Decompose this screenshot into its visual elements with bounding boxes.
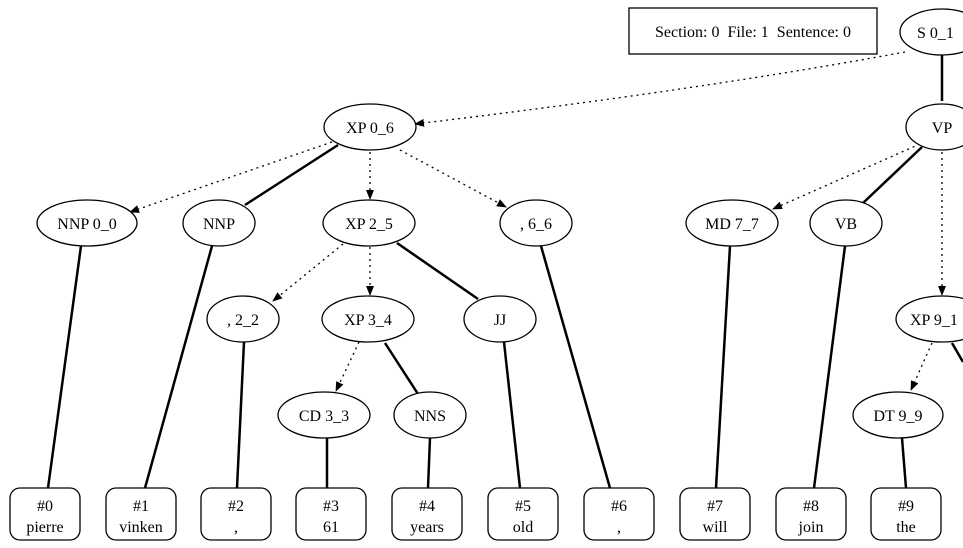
node-nns-label: NNS xyxy=(414,408,446,425)
node-vp-label: VP xyxy=(932,120,953,137)
node-xp91: XP 9_1 xyxy=(895,295,963,343)
node-vp: VP xyxy=(905,103,963,151)
edge-xp06-nnp xyxy=(244,143,339,207)
token-8-index: #8 xyxy=(803,498,819,515)
edge-jj-tok5 xyxy=(502,341,522,489)
node-s: S 0_1 xyxy=(899,8,963,56)
node-comma66-label: , 6_6 xyxy=(520,216,552,233)
token-0: #0 pierre xyxy=(9,487,81,541)
node-xp25-label: XP 2_5 xyxy=(345,216,393,233)
token-7-index: #7 xyxy=(707,498,723,515)
token-9-index: #9 xyxy=(898,498,914,515)
node-s-label: S 0_1 xyxy=(917,25,954,42)
token-0-word: pierre xyxy=(26,519,63,536)
node-jj: JJ xyxy=(463,295,537,343)
node-xp34: XP 3_4 xyxy=(321,295,415,343)
node-cd33-label: CD 3_3 xyxy=(299,408,349,425)
edge-comma66-tok6 xyxy=(539,245,612,489)
token-3-word: 61 xyxy=(323,519,339,536)
token-6-word: , xyxy=(617,519,621,536)
token-1-index: #1 xyxy=(133,498,149,515)
node-xp25: XP 2_5 xyxy=(322,199,416,247)
token-5-word: old xyxy=(513,519,533,536)
edge-vp-vb xyxy=(861,146,923,205)
edge-xp91-dt99 xyxy=(910,342,933,391)
node-comma66: , 6_6 xyxy=(499,199,573,247)
edge-xp91-next xyxy=(950,342,963,363)
node-nnp: NNP xyxy=(182,199,256,247)
edge-nnp-tok1 xyxy=(143,245,214,489)
node-cd33: CD 3_3 xyxy=(277,391,371,439)
node-vb-label: VB xyxy=(835,216,857,233)
edge-md77-tok7 xyxy=(714,245,732,489)
node-md77-label: MD 7_7 xyxy=(705,216,759,233)
token-5-index: #5 xyxy=(515,498,531,515)
node-comma22: , 2_2 xyxy=(206,295,280,343)
token-4-word: years xyxy=(410,519,444,536)
edge-xp06-comma66 xyxy=(399,149,507,208)
node-xp91-label: XP 9_1 xyxy=(910,312,958,329)
edge-comma22-tok2 xyxy=(235,341,246,489)
token-3-index: #3 xyxy=(323,498,339,515)
token-4: #4 years xyxy=(391,487,463,541)
info-text: Section: 0 File: 1 Sentence: 0 xyxy=(655,24,851,41)
token-1: #1 vinken xyxy=(105,487,177,541)
edges xyxy=(46,51,963,489)
token-9: #9 the xyxy=(870,487,942,541)
node-dt99-label: DT 9_9 xyxy=(873,408,922,425)
token-4-index: #4 xyxy=(419,498,435,515)
node-vb: VB xyxy=(809,199,883,247)
node-nnp00: NNP 0_0 xyxy=(36,199,138,247)
node-md77: MD 7_7 xyxy=(685,199,779,247)
token-2-index: #2 xyxy=(228,498,244,515)
token-3: #3 61 xyxy=(295,487,367,541)
node-dt99: DT 9_9 xyxy=(852,391,944,439)
info-box: Section: 0 File: 1 Sentence: 0 xyxy=(628,7,878,55)
node-nnp00-label: NNP 0_0 xyxy=(57,216,116,233)
node-xp34-label: XP 3_4 xyxy=(344,312,392,329)
token-9-word: the xyxy=(896,519,916,536)
token-6-index: #6 xyxy=(611,498,627,515)
node-nnp-label: NNP xyxy=(203,216,235,233)
edge-xp34-cd33 xyxy=(335,341,360,392)
edge-xp25-comma22 xyxy=(272,243,344,302)
token-7-word: will xyxy=(703,519,728,536)
node-nns: NNS xyxy=(393,391,467,439)
edge-vp-md77 xyxy=(772,143,921,210)
node-xp06: XP 0_6 xyxy=(323,103,417,151)
edge-vb-tok8 xyxy=(812,245,847,489)
token-0-index: #0 xyxy=(37,498,53,515)
edge-nnp00-tok0 xyxy=(46,245,83,489)
edge-dt99-tok9 xyxy=(900,437,908,489)
node-comma22-label: , 2_2 xyxy=(227,312,259,329)
token-7: #7 will xyxy=(679,487,751,541)
token-6: #6 , xyxy=(583,487,655,541)
token-8-word: join xyxy=(798,519,824,536)
edge-nns-tok4 xyxy=(426,437,432,489)
token-2-word: , xyxy=(234,519,238,536)
token-5: #5 old xyxy=(487,487,559,541)
node-xp06-label: XP 0_6 xyxy=(346,120,394,137)
token-8: #8 join xyxy=(775,487,847,541)
token-1-word: vinken xyxy=(119,519,163,536)
edge-xp34-nns xyxy=(383,342,420,395)
edge-xp25-jj xyxy=(396,241,479,301)
node-jj-label: JJ xyxy=(494,312,506,329)
token-2: #2 , xyxy=(200,487,272,541)
edge-s-xp06 xyxy=(414,51,906,127)
